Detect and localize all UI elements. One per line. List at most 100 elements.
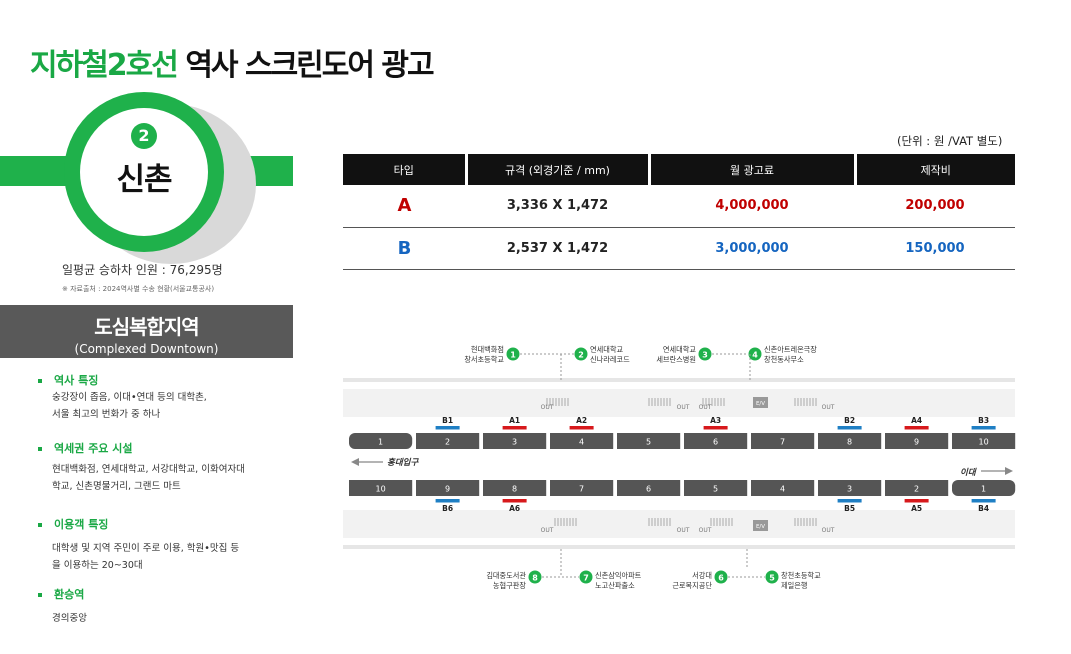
screen-door <box>416 433 480 449</box>
text-line: 서울 최고의 번화가 중 하나 <box>52 409 161 420</box>
ad-slot <box>837 426 862 430</box>
exit-number: 1 <box>510 351 516 360</box>
text-line: 학교, 신촌명물거리, 그랜드 마트 <box>52 481 181 492</box>
out-label: OUT <box>541 527 554 534</box>
exit-number: 5 <box>769 574 775 583</box>
section-title-station-features: 역사 특징 <box>38 372 98 388</box>
screen-door <box>483 480 547 496</box>
zone-subtitle: (Complexed Downtown) <box>74 342 219 356</box>
bullet-icon <box>38 379 42 383</box>
out-label: OUT <box>541 404 554 411</box>
ad-slot <box>904 499 929 503</box>
section-title-facilities: 역세권 주요 시설 <box>38 440 133 456</box>
screen-door <box>885 433 949 449</box>
exit-badge-bottom <box>714 570 728 584</box>
screen-door <box>684 433 748 449</box>
exit-label: 신나라레코드 <box>590 355 630 364</box>
table-row: A 3,336 X 1,472 4,000,000 200,000 <box>343 185 1015 228</box>
column-header: 제작비 <box>853 154 1015 185</box>
exit-label: 근로복지공단 <box>672 581 712 590</box>
out-label: OUT <box>699 527 712 534</box>
ad-slot <box>569 426 594 430</box>
elevator-icon <box>753 520 768 531</box>
direction-label-left: 홍대입구 <box>387 457 419 468</box>
screen-door <box>617 480 681 496</box>
exit-label: 현대백화점 <box>471 345 504 354</box>
zone-title: 도심복합지역 <box>94 315 199 339</box>
arrow-head-icon <box>351 458 359 466</box>
screen-door <box>885 480 949 496</box>
out-label: OUT <box>677 527 690 534</box>
door-number: 8 <box>512 485 517 494</box>
ad-slot-label: B4 <box>978 504 989 513</box>
door-number: 5 <box>713 485 718 494</box>
data-source-note: ※ 자료출처 : 2024역사별 수송 현황(서울교통공사) <box>62 285 215 293</box>
ad-slot <box>435 499 460 503</box>
screen-door <box>617 433 681 449</box>
ad-slot-label: A2 <box>576 416 587 425</box>
screen-door <box>952 480 1016 496</box>
ad-slot <box>971 426 996 430</box>
exit-badge-top <box>506 347 520 361</box>
door-number: 6 <box>713 438 718 447</box>
elevator-label: E/V <box>756 401 765 407</box>
bullet-icon <box>38 593 42 597</box>
text-line: 을 이용하는 20~30대 <box>52 560 143 571</box>
production-cell: 150,000 <box>855 227 1015 270</box>
out-label: OUT <box>677 404 690 411</box>
section-body-transfer: 경의중앙 <box>52 610 87 627</box>
type-cell: B <box>343 227 466 270</box>
ad-slot-label: A5 <box>911 504 922 513</box>
concourse-bottom <box>343 510 1015 538</box>
exit-label: 창천초등학교 <box>781 571 821 580</box>
column-header: 규격 (외경기준 / mm) <box>464 154 649 185</box>
section-body-facilities: 현대백화점, 연세대학교, 서강대학교, 이화여자대 학교, 신촌명물거리, 그… <box>52 461 245 495</box>
out-label: OUT <box>699 404 712 411</box>
station-name: 신촌 <box>116 162 172 198</box>
screen-door <box>684 480 748 496</box>
door-number: 10 <box>979 438 989 447</box>
ad-slot <box>435 426 460 430</box>
door-number: 4 <box>579 438 584 447</box>
ad-slot <box>502 499 527 503</box>
ad-slot-label: A3 <box>710 416 721 425</box>
bullet-icon <box>38 523 42 527</box>
section-body-station-features: 숭강장이 좁음, 이대•연대 등의 대학촌, 서울 최고의 번화가 중 하나 <box>52 389 207 423</box>
exit-number: 8 <box>532 574 538 583</box>
text-line: 현대백화점, 연세대학교, 서강대학교, 이화여자대 <box>52 464 245 475</box>
exit-badge-bottom <box>579 570 593 584</box>
exit-label: 신촌삼익아파트 <box>595 571 642 580</box>
screen-door <box>550 433 614 449</box>
table-row: B 2,537 X 1,472 3,000,000 150,000 <box>343 227 1015 270</box>
exit-label: 세브란스병원 <box>656 355 696 364</box>
door-number: 5 <box>646 438 651 447</box>
unit-note: (단위 : 원 /VAT 별도) <box>897 134 1003 148</box>
page-title-line: 지하철2호선 <box>30 48 179 83</box>
page-title-main: 역사 스크린도어 광고 <box>185 48 434 83</box>
door-number: 1 <box>981 485 986 494</box>
exit-badge-top <box>574 347 588 361</box>
price-table: 타입 규격 (외경기준 / mm) 월 광고료 제작비 A 3,336 X 1,… <box>343 154 1015 270</box>
section-title-users: 이용객 특징 <box>38 516 108 532</box>
daily-riders: 일평균 승하차 인원 : 76,295명 <box>62 263 223 277</box>
ad-slot <box>502 426 527 430</box>
door-number: 7 <box>780 438 785 447</box>
screen-door <box>416 480 480 496</box>
exit-label: 연세대학교 <box>663 345 696 354</box>
line-number-badge: 2 <box>131 123 157 149</box>
ad-slot <box>703 426 728 430</box>
exit-badge-top <box>698 347 712 361</box>
ad-slot-label: B2 <box>844 416 855 425</box>
door-number: 4 <box>780 485 785 494</box>
bullet-icon <box>38 447 42 451</box>
screen-door <box>751 433 815 449</box>
ad-slot-label: B1 <box>442 416 453 425</box>
exit-number: 6 <box>718 574 724 583</box>
screen-door <box>818 480 882 496</box>
door-number: 1 <box>378 438 383 447</box>
exit-number: 2 <box>578 351 584 360</box>
text-line: 경의중앙 <box>52 613 87 624</box>
ad-slot-label: A4 <box>911 416 922 425</box>
door-number: 3 <box>847 485 852 494</box>
elevator-icon <box>753 397 768 408</box>
